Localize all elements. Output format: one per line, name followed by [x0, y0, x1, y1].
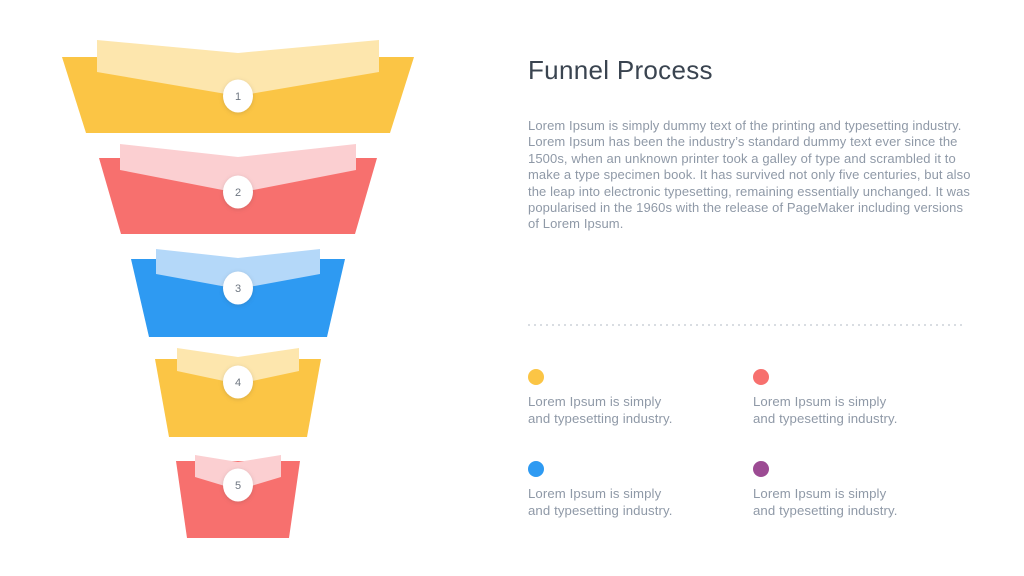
legend-text: Lorem Ipsum is simply and typesetting in…	[528, 394, 753, 427]
legend-dot-red	[753, 369, 769, 385]
funnel-segment-ribbon-1	[97, 40, 379, 96]
legend-item: Lorem Ipsum is simply and typesetting in…	[528, 461, 753, 519]
legend-text: Lorem Ipsum is simply and typesetting in…	[753, 486, 968, 519]
legend-text: Lorem Ipsum is simply and typesetting in…	[753, 394, 968, 427]
legend-line-2: and typesetting industry.	[753, 410, 898, 426]
dotted-divider	[528, 324, 964, 326]
legend-item: Lorem Ipsum is simply and typesetting in…	[753, 461, 968, 519]
description-text: Lorem Ipsum is simply dummy text of the …	[528, 118, 971, 232]
step-number-label: 4	[235, 377, 241, 389]
legend-text: Lorem Ipsum is simply and typesetting in…	[528, 486, 753, 519]
legend-dot-yellow	[528, 369, 544, 385]
legend-dot-purple	[753, 461, 769, 477]
step-number-label: 5	[235, 480, 241, 492]
step-number-badge-1	[223, 79, 253, 113]
funnel-segment-ribbon-2	[120, 144, 356, 193]
legend-line-1: Lorem Ipsum is simply	[753, 486, 887, 501]
legend-dot-blue	[528, 461, 544, 477]
legend-item: Lorem Ipsum is simply and typesetting in…	[528, 369, 753, 427]
legend-line-1: Lorem Ipsum is simply	[753, 394, 887, 409]
page-title: Funnel Process	[528, 55, 713, 85]
step-number-badge-5	[223, 468, 253, 502]
step-number-label: 3	[235, 283, 241, 295]
legend-line-2: and typesetting industry.	[528, 410, 673, 426]
step-number-label: 1	[235, 91, 241, 103]
legend: Lorem Ipsum is simply and typesetting in…	[528, 369, 968, 519]
step-number-label: 2	[235, 187, 241, 199]
legend-item: Lorem Ipsum is simply and typesetting in…	[753, 369, 968, 427]
funnel-diagram: 1 2 3 4 5	[62, 40, 414, 538]
step-number-badge-2	[223, 175, 253, 209]
legend-line-2: and typesetting industry.	[753, 502, 898, 518]
legend-line-1: Lorem Ipsum is simply	[528, 486, 662, 501]
step-number-badge-3	[223, 271, 253, 305]
legend-line-2: and typesetting industry.	[528, 502, 673, 518]
funnel-segment-ribbon-3	[156, 249, 320, 289]
legend-line-1: Lorem Ipsum is simply	[528, 394, 662, 409]
step-number-badge-4	[223, 365, 253, 399]
